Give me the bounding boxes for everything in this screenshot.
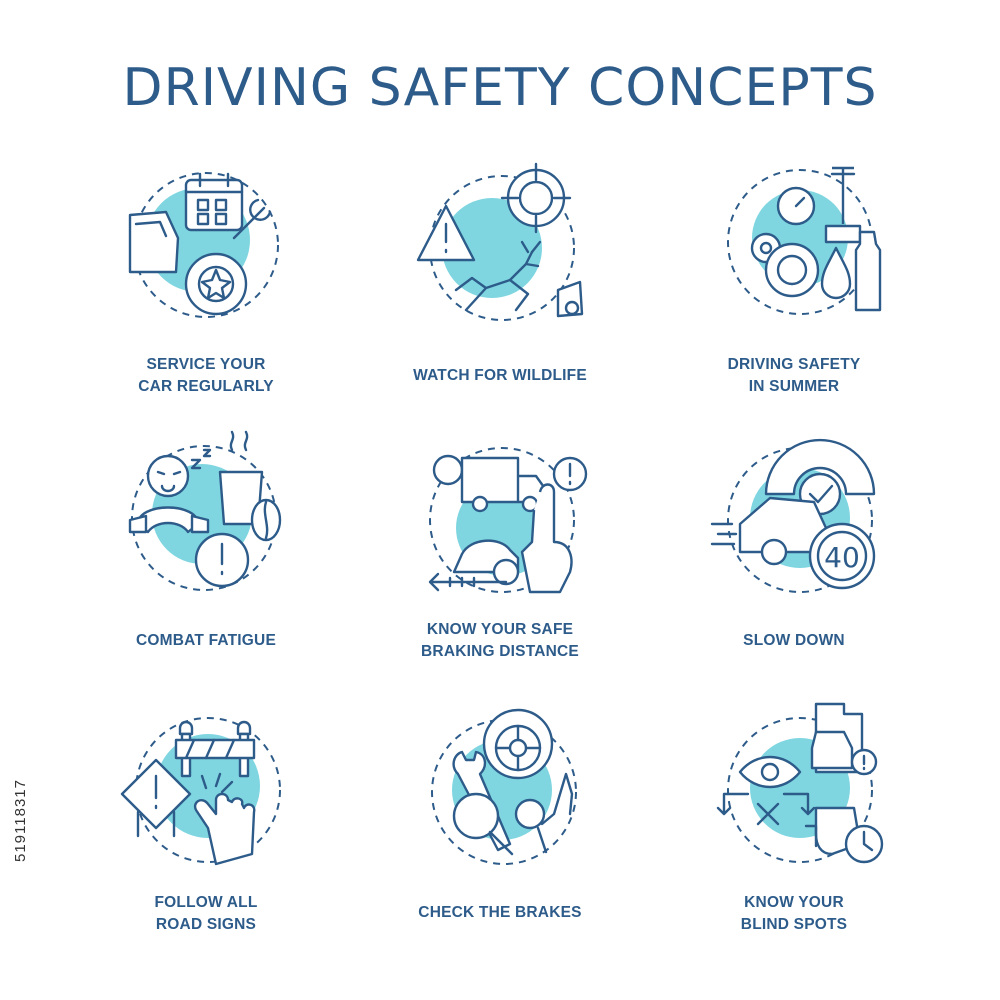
concept-label: WATCH FOR WILDLIFE <box>413 367 587 384</box>
blind-spots-icon <box>716 702 884 864</box>
concept-wildlife: WATCH FOR WILDLIFE <box>380 160 620 420</box>
service-car-icon <box>128 172 279 318</box>
concept-label: COMBAT FATIGUE <box>136 632 276 649</box>
summer-safety-icon <box>727 166 882 315</box>
concept-brakes: CHECK THE BRAKES <box>380 704 620 964</box>
page-title: DRIVING SAFETY CONCEPTS <box>122 58 878 118</box>
speed-limit-value: 40 <box>824 541 860 574</box>
concept-label: SLOW DOWN <box>743 632 845 649</box>
concept-label: CHECK THE BRAKES <box>418 904 582 921</box>
stock-id: 519118317 <box>12 779 29 862</box>
concept-slow-down: 40 SLOW DOWN <box>674 432 914 692</box>
concept-fatigue: COMBAT FATIGUE <box>86 430 326 692</box>
wildlife-icon <box>416 162 584 321</box>
road-signs-icon <box>120 717 281 866</box>
brakes-icon <box>431 708 577 865</box>
slow-down-icon: 40 <box>710 438 876 593</box>
fatigue-icon <box>128 430 282 591</box>
braking-distance-icon <box>428 447 588 594</box>
